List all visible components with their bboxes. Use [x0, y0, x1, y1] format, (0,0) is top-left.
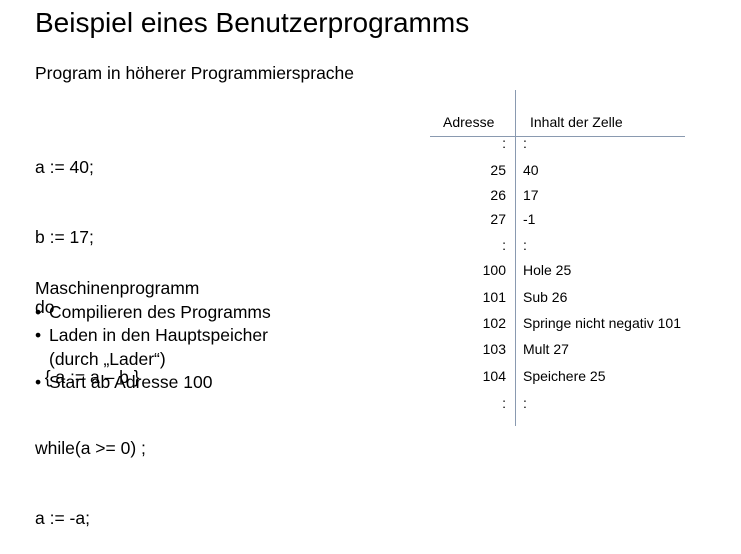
- slide-title: Beispiel eines Benutzerprogramms: [35, 7, 470, 38]
- row-address: 101: [482, 289, 506, 305]
- row-content: Sub 26: [523, 289, 568, 305]
- row-address: 26: [490, 187, 506, 203]
- table-row: 101 Sub 26: [430, 287, 730, 307]
- row-address: 104: [482, 368, 506, 384]
- table-row: 104 Speichere 25: [430, 366, 730, 386]
- row-content: :: [523, 237, 527, 253]
- table-row: 27 -1: [430, 209, 730, 229]
- row-content: Mult 27: [523, 341, 569, 357]
- machine-program-section: Maschinenprogramm Compilieren des Progra…: [35, 277, 271, 395]
- row-content: 17: [523, 187, 539, 203]
- address-column-header: Adresse: [443, 114, 495, 130]
- machine-program-title: Maschinenprogramm: [35, 278, 200, 298]
- code-line: while(a >= 0) ;: [35, 437, 146, 458]
- row-content: Hole 25: [523, 262, 572, 278]
- row-address: :: [502, 135, 506, 151]
- table-row: 102 Springe nicht negativ 101: [430, 313, 730, 333]
- table-row: : :: [430, 393, 730, 413]
- code-line: a := 40;: [35, 156, 94, 177]
- table-row: 26 17: [430, 185, 730, 205]
- table-row: 100 Hole 25: [430, 260, 730, 280]
- row-address: 27: [490, 211, 506, 227]
- code-line: a := -a;: [35, 507, 90, 528]
- row-content: Springe nicht negativ 101: [523, 315, 681, 331]
- row-address: 103: [482, 341, 506, 357]
- table-row: : :: [430, 133, 730, 153]
- table-row: 103 Mult 27: [430, 339, 730, 359]
- table-row: 25 40: [430, 160, 730, 180]
- row-address: 100: [482, 262, 506, 278]
- row-content: 40: [523, 162, 539, 178]
- bullet-item: Compilieren des Programms: [35, 301, 271, 325]
- table-row: : :: [430, 235, 730, 255]
- content-column-header: Inhalt der Zelle: [530, 114, 623, 130]
- row-address: :: [502, 395, 506, 411]
- slide-subtitle: Program in höherer Programmiersprache: [35, 63, 355, 83]
- bullet-item-continuation: (durch „Lader“): [49, 348, 166, 369]
- table-column-divider: [515, 90, 516, 426]
- row-content: Speichere 25: [523, 368, 606, 384]
- table-header-divider: [430, 136, 685, 137]
- row-address: :: [502, 237, 506, 253]
- row-content: :: [523, 395, 527, 411]
- code-line: b := 17;: [35, 227, 94, 248]
- bullet-item: Laden in den Hauptspeicher: [35, 324, 271, 348]
- bullet-item: Start ab Adresse 100: [35, 371, 271, 395]
- row-address: 102: [482, 315, 506, 331]
- row-content: -1: [523, 211, 536, 227]
- memory-table: Adresse Inhalt der Zelle : : 25 40 26 17…: [430, 90, 730, 430]
- row-content: :: [523, 135, 527, 151]
- machine-program-list: Compilieren des Programms Laden in den H…: [35, 301, 271, 395]
- row-address: 25: [490, 162, 506, 178]
